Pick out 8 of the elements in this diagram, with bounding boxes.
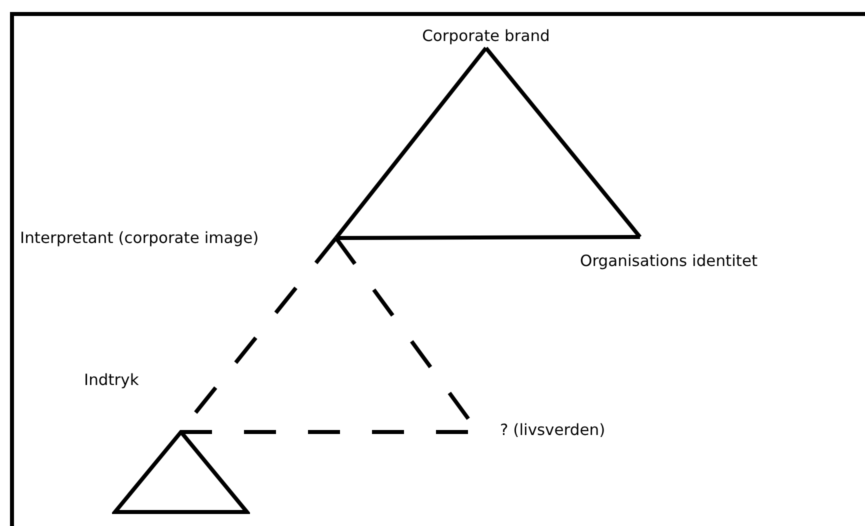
vertex-label: Organisations identitet: [580, 237, 842, 274]
vertex-label: Indtryk: [84, 370, 139, 390]
vertex-label: Interpretant (corporate image): [20, 228, 336, 254]
connector-line: [336, 235, 640, 240]
vertex-label: Corporate brand: [420, 26, 552, 48]
connector-line: [484, 46, 642, 238]
vertex-label: ? (livsverden): [478, 420, 628, 442]
connector-line: [334, 46, 488, 240]
